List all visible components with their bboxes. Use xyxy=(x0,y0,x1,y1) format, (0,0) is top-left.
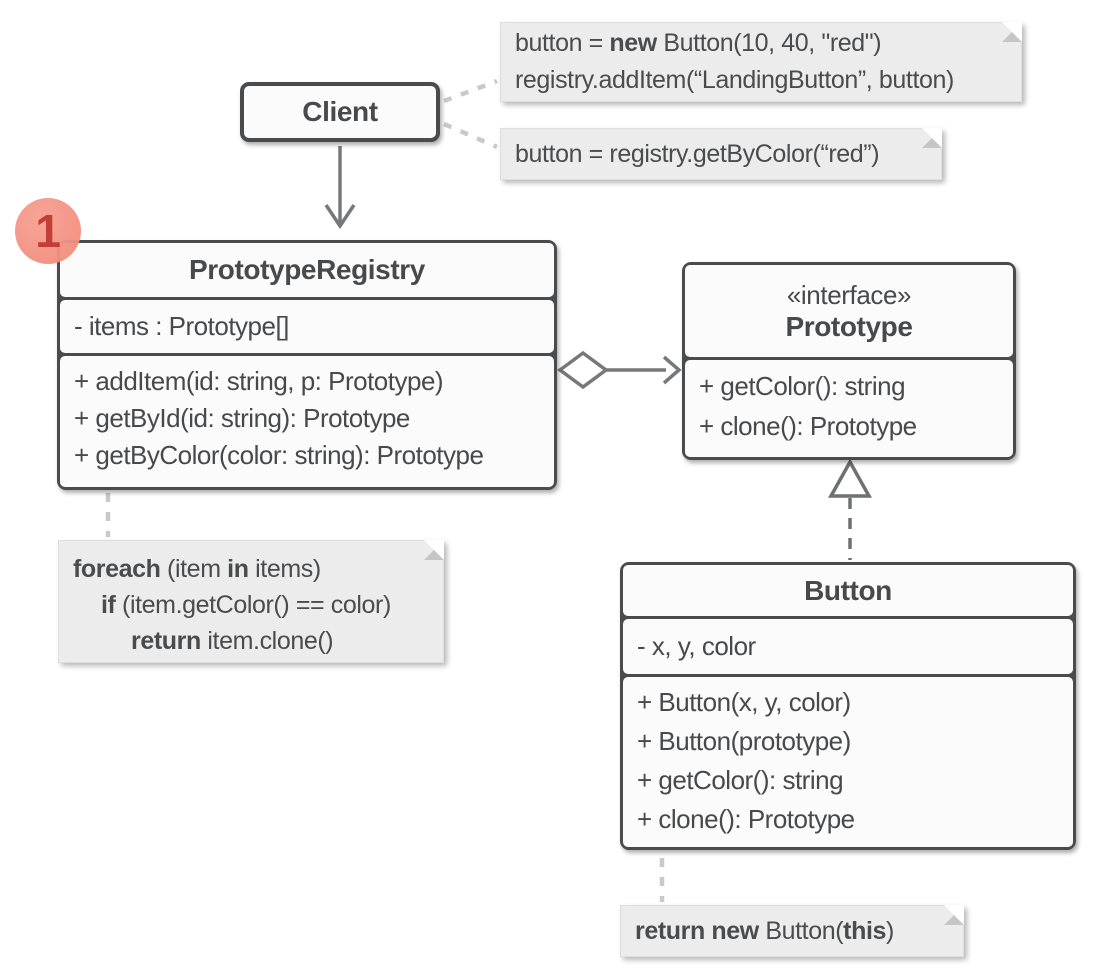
aggregation-connector xyxy=(557,350,682,390)
note-foreach-line3: return item.clone() xyxy=(131,627,334,655)
note-foreach: foreach (item in items) if (item.getColo… xyxy=(58,540,444,663)
prototype-interface-methods: + getColor(): string + clone(): Prototyp… xyxy=(685,360,1013,457)
button-class-header: Button xyxy=(623,565,1073,616)
button-class-box: Button - x, y, color + Button(x, y, colo… xyxy=(620,562,1076,850)
method-button-ctor: + Button(x, y, color) xyxy=(637,687,851,717)
prototype-interface-title: Prototype xyxy=(785,310,913,342)
method-getbyid: + getById(id: string): Prototype xyxy=(74,403,410,433)
method-getcolor: + getColor(): string xyxy=(699,371,906,401)
method-getbycolor: + getByColor(color: string): Prototype xyxy=(74,440,484,470)
interface-stereotype: «interface» xyxy=(786,279,912,310)
button-class-title: Button xyxy=(804,574,892,606)
realization-connector xyxy=(828,458,872,560)
prototype-registry-class-box: PrototypeRegistry - items : Prototype[] … xyxy=(57,240,557,490)
client-to-registry-arrow xyxy=(324,146,356,230)
prototype-interface-box: «interface» Prototype + getColor(): stri… xyxy=(682,262,1016,460)
note-foreach-line2: if (item.getColor() == color) xyxy=(101,591,391,619)
method-button-clone: + clone(): Prototype xyxy=(637,804,855,834)
note-create-line2: registry.addItem(“LandingButton”, button… xyxy=(515,66,954,94)
note-connectors xyxy=(105,78,665,902)
note-foreach-line1: foreach (item in items) xyxy=(73,555,321,583)
note-clone-line1: return new Button(this) xyxy=(635,916,894,945)
method-button-copy-ctor: + Button(prototype) xyxy=(637,726,851,756)
client-class-title: Client xyxy=(302,96,378,127)
prototype-interface-header: «interface» Prototype xyxy=(685,265,1013,357)
step-badge-number: 1 xyxy=(35,205,61,257)
prototype-registry-title: PrototypeRegistry xyxy=(189,254,425,285)
button-class-attributes: - x, y, color xyxy=(623,619,1073,674)
step-badge: 1 xyxy=(15,198,81,264)
method-clone: + clone(): Prototype xyxy=(699,411,917,441)
prototype-registry-header: PrototypeRegistry xyxy=(60,243,554,297)
attribute-xycolor: - x, y, color xyxy=(637,631,756,661)
note-get-line1: button = registry.getByColor(“red”) xyxy=(515,139,880,168)
prototype-registry-methods: + addItem(id: string, p: Prototype) + ge… xyxy=(60,356,554,487)
note-clone-impl: return new Button(this) xyxy=(620,905,964,957)
button-class-methods: + Button(x, y, color) + Button(prototype… xyxy=(623,677,1073,847)
note-get-by-color: button = registry.getByColor(“red”) xyxy=(500,128,942,180)
method-button-getcolor: + getColor(): string xyxy=(637,765,844,795)
attribute-items: - items : Prototype[] xyxy=(74,311,289,341)
note-create-register: button = new Button(10, 40, "red") regis… xyxy=(500,22,1022,102)
method-additem: + addItem(id: string, p: Prototype) xyxy=(74,366,444,396)
prototype-registry-attributes: - items : Prototype[] xyxy=(60,300,554,353)
note-create-line1: button = new Button(10, 40, "red") xyxy=(515,29,882,57)
client-class-box: Client xyxy=(240,82,440,142)
